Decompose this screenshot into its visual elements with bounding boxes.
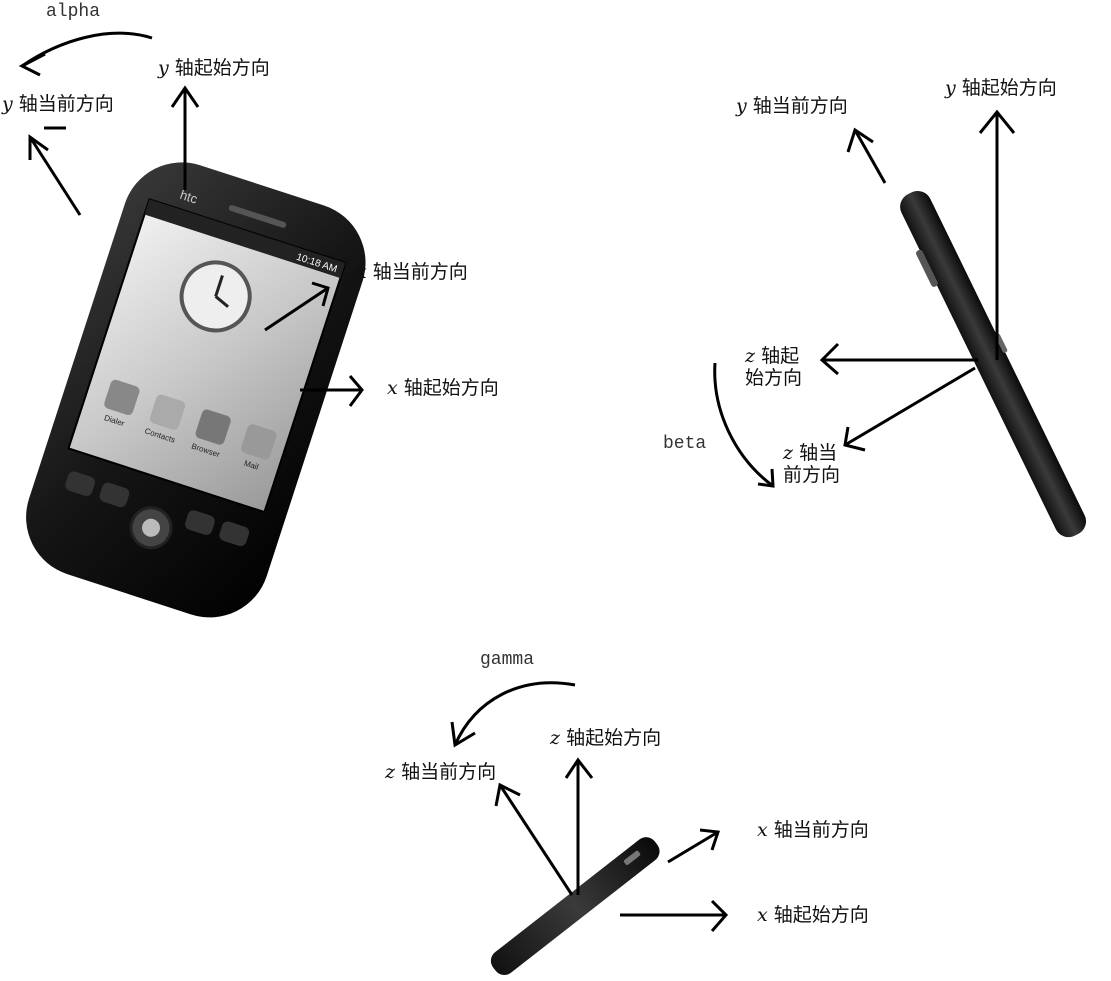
- beta-rotation-label: beta: [663, 434, 707, 454]
- gamma-z-current-text: 轴当前方向: [401, 761, 497, 783]
- gamma-arc-arrowhead: [450, 721, 476, 748]
- beta-y-current-text: 轴当前方向: [752, 95, 848, 117]
- alpha-y-current-var: y: [2, 93, 13, 115]
- app-icon-dialer: [104, 379, 140, 415]
- beta-rotation-arc: [713, 362, 774, 488]
- beta-z-current-var: z: [783, 442, 794, 464]
- beta-y-current-var: y: [736, 95, 747, 117]
- app-icons: Dialer Contacts Browser Mail: [103, 379, 277, 472]
- gamma-z-current-label: z 轴当前方向: [385, 761, 497, 784]
- gamma-z-current-arrowhead: [494, 782, 521, 807]
- gamma-x-start-arrowhead: [710, 899, 729, 932]
- alpha-y-current-axis: [28, 136, 82, 216]
- beta-z-start-label: z 轴起 始方向: [745, 345, 803, 390]
- alpha-x-current-text: 轴当前方向: [372, 261, 468, 283]
- beta-z-start-var: z: [745, 345, 756, 367]
- alpha-rotation-arc: [21, 31, 153, 68]
- gamma-z-current-var: z: [385, 761, 396, 783]
- beta-y-start-arrowhead: [978, 109, 1016, 134]
- beta-y-start-label: y 轴起始方向: [945, 77, 1057, 100]
- beta-z-current-text1: 轴当: [799, 442, 838, 464]
- alpha-arc-arrowhead: [18, 52, 46, 77]
- gamma-z-current-axis: [498, 784, 574, 896]
- beta-y-start-var: y: [945, 77, 956, 99]
- gamma-z-start-var: z: [550, 727, 561, 749]
- phone-side-body: [900, 190, 1087, 538]
- earpiece: [228, 205, 287, 228]
- app-icon-contacts: [149, 394, 186, 430]
- gamma-x-current-label: x 轴当前方向: [757, 819, 869, 842]
- gamma-x-start-text: 轴起始方向: [773, 904, 869, 926]
- alpha-rotation-label: alpha: [46, 2, 101, 22]
- app-icon-mail: [241, 424, 277, 460]
- phone-brand: htc: [178, 187, 200, 207]
- beta-z-current-text2: 前方向: [783, 463, 841, 486]
- alpha-x-start-var: x: [387, 377, 398, 399]
- phone-button-right-1: [185, 510, 215, 535]
- beta-z-start-text2: 始方向: [745, 366, 803, 389]
- phone-status-bar: [144, 199, 346, 279]
- alpha-y-start-var: y: [158, 57, 169, 79]
- phone-bottom-profile: [490, 837, 660, 976]
- gamma-rotation-arc: [453, 681, 576, 746]
- beta-z-current-label: z 轴当 前方向: [783, 442, 841, 487]
- app-label-mail: Mail: [243, 459, 260, 472]
- beta-group: [713, 109, 1087, 538]
- gamma-z-start-text: 轴起始方向: [566, 727, 662, 749]
- alpha-x-start-arrowhead: [348, 375, 364, 407]
- alpha-y-current-text: 轴当前方向: [18, 93, 114, 115]
- phone-bottom-port: [623, 850, 641, 865]
- alpha-x-current-axis: [264, 286, 329, 332]
- beta-z-start-line1: z 轴起: [745, 345, 802, 368]
- alpha-x-current-arrowhead: [311, 281, 330, 307]
- phone-side-profile: [900, 190, 1087, 538]
- beta-y-current-label: y 轴当前方向: [736, 95, 848, 118]
- alpha-x-current-label: x 轴当前方向: [356, 261, 468, 284]
- trackball-center: [142, 518, 161, 537]
- beta-z-current-line1: z 轴当: [783, 442, 840, 465]
- alpha-x-current-var: x: [356, 261, 367, 283]
- gamma-x-current-arrowhead: [699, 828, 721, 851]
- beta-z-start-text1: 轴起: [761, 345, 800, 367]
- alpha-group: 10:18 AM htc Dialer Contacts Browser Mai…: [18, 31, 366, 618]
- gamma-x-current-text: 轴当前方向: [773, 819, 869, 841]
- beta-y-current-axis: [853, 129, 887, 184]
- alpha-x-start-text: 轴起始方向: [403, 377, 499, 399]
- phone-front: 10:18 AM htc Dialer Contacts Browser Mai…: [26, 162, 366, 618]
- beta-z-start-arrowhead: [819, 342, 840, 376]
- alpha-y-start-arrowhead: [170, 85, 200, 108]
- phone-button-left-1: [65, 471, 95, 497]
- beta-z-current-arrowhead: [843, 426, 866, 452]
- alpha-y-current-arrowhead: [28, 134, 49, 160]
- beta-y-current-arrowhead: [846, 127, 874, 153]
- phone-button-right-2: [219, 521, 250, 547]
- phone-button-left-2: [99, 482, 130, 508]
- clock-hand-minute: [214, 295, 230, 308]
- gamma-rotation-label: gamma: [480, 650, 535, 670]
- gamma-x-start-var: x: [757, 904, 768, 926]
- alpha-y-start-label: y 轴起始方向: [158, 57, 270, 80]
- phone-bottom-body: [490, 837, 660, 976]
- alpha-y-start-text: 轴起始方向: [174, 57, 270, 79]
- gamma-z-start-arrowhead: [564, 757, 594, 779]
- alpha-x-start-label: x 轴起始方向: [387, 377, 499, 400]
- beta-y-start-text: 轴起始方向: [961, 77, 1057, 99]
- gamma-x-current-axis: [667, 830, 719, 864]
- app-icon-browser: [195, 409, 231, 445]
- beta-arc-arrowhead: [757, 468, 775, 488]
- alpha-y-current-label: y 轴当前方向: [2, 93, 114, 116]
- beta-z-current-axis: [844, 366, 976, 447]
- clock-hand-hour: [214, 275, 224, 297]
- gamma-x-start-label: x 轴起始方向: [757, 904, 869, 927]
- gamma-x-current-var: x: [757, 819, 768, 841]
- phone-side-volume: [916, 249, 938, 287]
- gamma-group: [450, 681, 729, 976]
- gamma-z-start-label: z 轴起始方向: [550, 727, 662, 750]
